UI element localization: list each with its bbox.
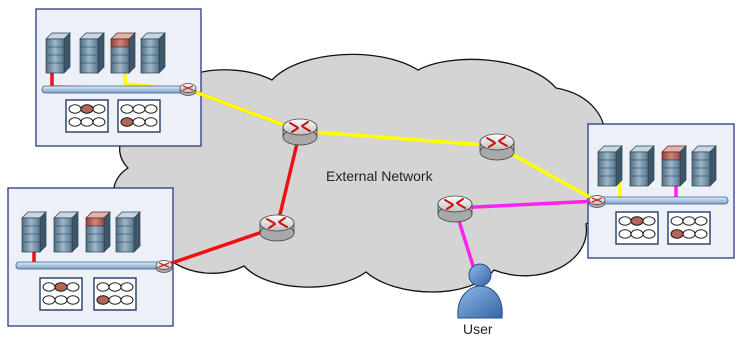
server-icon: [661, 145, 687, 187]
server-icon: [53, 211, 79, 253]
router-icon: [588, 194, 606, 209]
server-icon: [110, 32, 136, 74]
router-icon: [282, 118, 318, 146]
site-top-left-equipment: [41, 32, 197, 133]
router-icon: [179, 82, 197, 97]
server-icon: [45, 32, 71, 74]
cloud-label: External Network: [326, 168, 434, 184]
site-right-equipment: [588, 145, 729, 245]
server-icon: [597, 145, 623, 187]
server-icon: [115, 211, 141, 253]
lan-bus: [41, 85, 193, 94]
lan-bus: [593, 196, 729, 205]
server-icon: [629, 145, 655, 187]
site-bottom-left-equipment: [15, 211, 173, 311]
router-icon: [479, 133, 515, 161]
server-icon: [691, 145, 717, 187]
site-box-right: [587, 123, 735, 259]
user-icon: [457, 263, 503, 319]
storage-icon: [117, 99, 161, 133]
user-label: User: [463, 321, 493, 337]
router-icon: [259, 214, 295, 242]
server-icon: [79, 32, 105, 74]
storage-icon: [93, 277, 137, 311]
router-icon: [155, 259, 173, 274]
router-icon: [437, 195, 473, 223]
server-icon: [85, 211, 111, 253]
site-box-bottom-left: [7, 187, 174, 327]
storage-icon: [667, 211, 711, 245]
server-icon: [140, 32, 166, 74]
lan-bus: [15, 261, 169, 270]
server-icon: [21, 211, 47, 253]
